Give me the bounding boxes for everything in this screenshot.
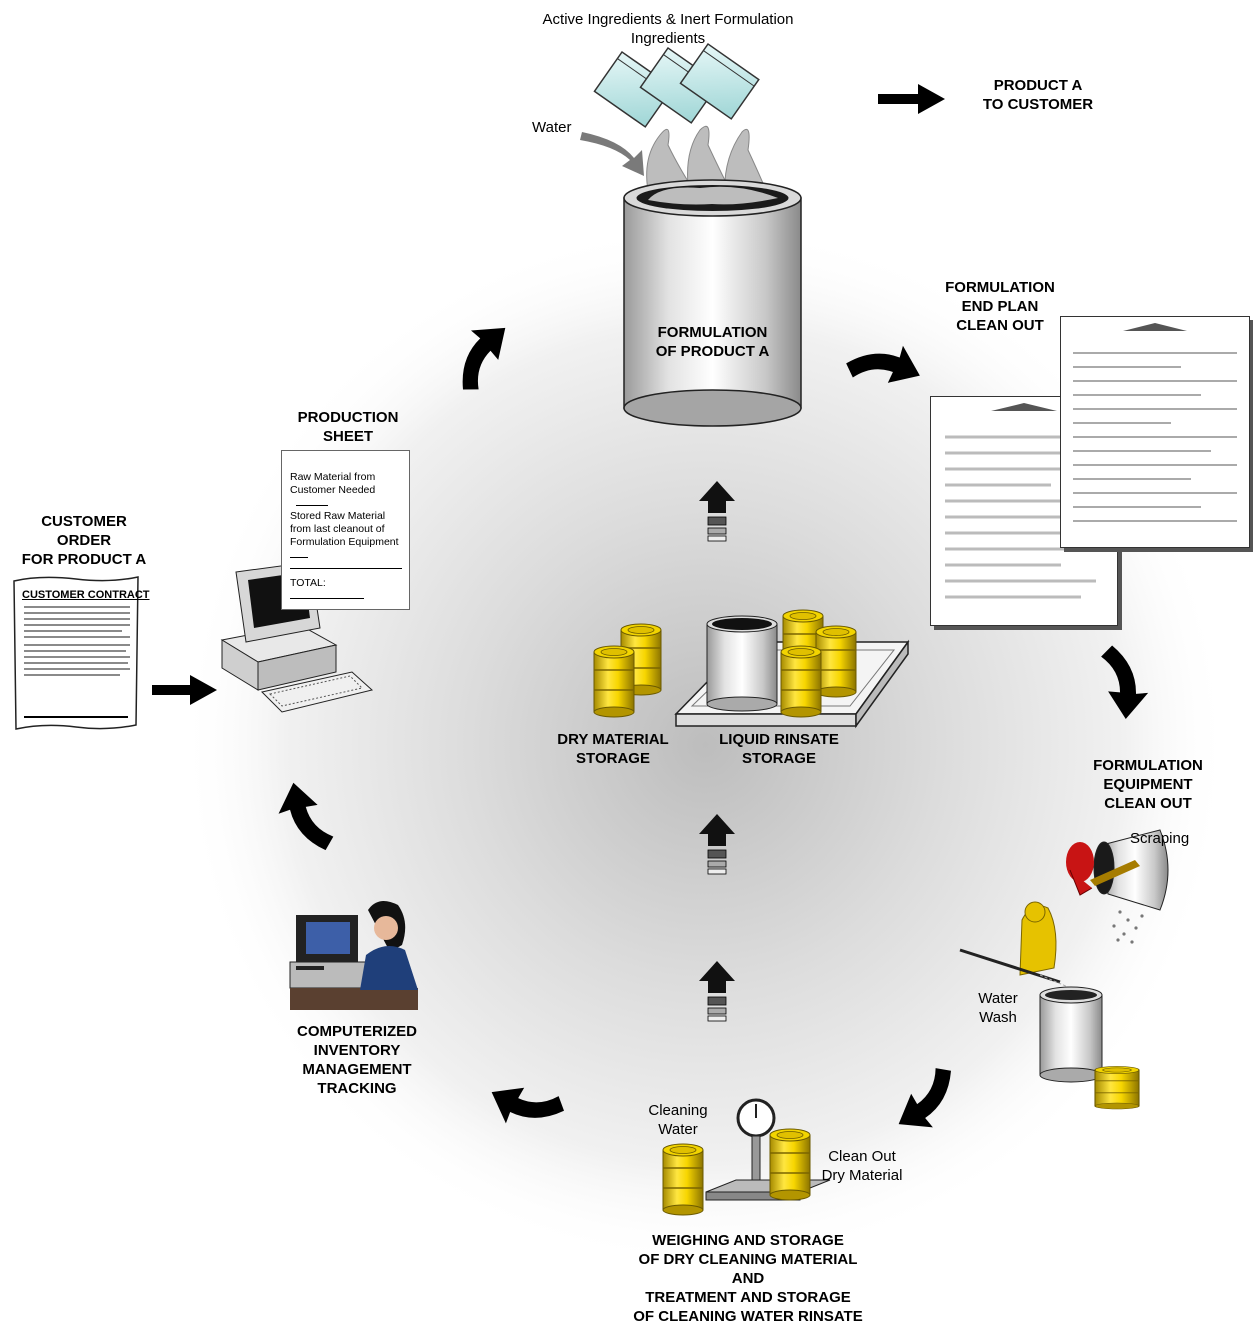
dry-storage-label: DRY MATERIAL STORAGE — [548, 730, 678, 768]
label-line: FOR PRODUCT A — [21, 551, 147, 568]
form-line: from last cleanout of — [290, 523, 385, 535]
form-total: TOTAL: — [290, 577, 402, 603]
mixing-can-icon — [623, 179, 802, 427]
office-worker-icon — [289, 901, 418, 1010]
inventory-label: COMPUTERIZED INVENTORY MANAGEMENT TRACKI… — [272, 1022, 442, 1098]
production-sheet-form: Raw Material from Customer Needed Stored… — [281, 450, 410, 610]
drum-icon — [662, 1143, 704, 1216]
label-line: OF CLEANING WATER RINSATE — [633, 1308, 863, 1325]
drum-icon — [1094, 1065, 1140, 1110]
label-line: Water — [978, 990, 1018, 1007]
form-line: Stored Raw Material — [290, 510, 386, 522]
label-line: SHEET — [322, 428, 373, 445]
label-line: ORDER — [56, 532, 112, 549]
cleaning-water-label: Cleaning Water — [640, 1101, 716, 1139]
label-line: CUSTOMER — [41, 513, 127, 530]
label-line: COMPUTERIZED — [297, 1023, 417, 1040]
form-line: Raw Material from — [290, 471, 376, 483]
label-line: TRACKING — [317, 1080, 397, 1097]
drum-icon — [780, 645, 822, 718]
customer-contract-title: CUSTOMER CONTRACT — [22, 589, 150, 601]
label-line: END PLAN — [961, 298, 1039, 315]
weighing-label: WEIGHING AND STORAGE OF DRY CLEANING MAT… — [598, 1231, 898, 1326]
cleanout-dry-label: Clean Out Dry Material — [812, 1147, 912, 1185]
label-line: Dry Material — [821, 1167, 903, 1184]
form-line: Formulation Equipment — [290, 536, 402, 562]
customer-contract-document: CUSTOMER CONTRACT — [10, 575, 150, 733]
label-line: OF PRODUCT A — [655, 343, 770, 360]
water-wash-label: Water Wash — [968, 989, 1028, 1027]
production-sheet-label: PRODUCTION SHEET — [278, 408, 418, 446]
liquid-storage-label: LIQUID RINSATE STORAGE — [708, 730, 850, 768]
wash-can-icon — [1039, 986, 1103, 1083]
customer-order-label: CUSTOMER ORDER FOR PRODUCT A — [10, 512, 158, 569]
formulation-label: FORMULATION OF PRODUCT A — [624, 323, 801, 361]
residue-particles — [1112, 910, 1144, 944]
label-line: DRY MATERIAL — [557, 731, 669, 748]
label-line: EQUIPMENT — [1103, 776, 1193, 793]
label-line: INVENTORY — [313, 1042, 401, 1059]
scraping-label-text: Scraping — [1130, 830, 1190, 847]
ingredients-label: Active Ingredients & Inert Formulation I… — [508, 10, 828, 48]
label-line: STORAGE — [576, 750, 650, 767]
label-line: AND — [731, 1270, 765, 1287]
label-line: LIQUID RINSATE — [719, 731, 839, 748]
document-icon — [1073, 323, 1237, 522]
label-line: WEIGHING AND STORAGE — [652, 1232, 844, 1249]
label-line: CLEAN OUT — [1104, 795, 1192, 812]
ingredients-label-line: Ingredients — [630, 30, 706, 47]
drum-icon — [815, 625, 857, 698]
label-line: FORMULATION — [945, 279, 1055, 296]
arrow-to-customer-icon — [878, 84, 945, 114]
scraping-label: Scraping — [1130, 829, 1189, 848]
label-line: PRODUCTION — [297, 409, 399, 426]
water-label-text: Water — [532, 119, 572, 136]
label-line: TO CUSTOMER — [982, 96, 1094, 113]
worker-icon — [959, 901, 1076, 991]
drum-icon — [769, 1128, 811, 1201]
ingredient-bags-icon — [593, 42, 760, 128]
end-plan-label: FORMULATION END PLAN CLEAN OUT — [920, 278, 1080, 335]
water-label: Water — [532, 118, 571, 137]
label-line: Water — [658, 1121, 698, 1138]
label-line: MANAGEMENT — [302, 1061, 412, 1078]
label-line: FORMULATION — [657, 324, 768, 341]
drum-icon — [593, 645, 635, 718]
label-line: STORAGE — [742, 750, 816, 767]
label-line: Cleaning — [648, 1102, 708, 1119]
document-icon — [13, 576, 139, 730]
water-arrow-icon — [580, 132, 644, 176]
label-line: Clean Out — [828, 1148, 896, 1165]
label-line: PRODUCT A — [993, 77, 1083, 94]
label-line: FORMULATION — [1093, 757, 1203, 774]
product-to-customer-label: PRODUCT A TO CUSTOMER — [958, 76, 1118, 114]
form-line: Customer Needed — [290, 484, 402, 510]
label-line: OF DRY CLEANING MATERIAL — [638, 1251, 858, 1268]
cleanout-plan-document-front — [1060, 316, 1250, 548]
equipment-cleanout-label: FORMULATION EQUIPMENT CLEAN OUT — [1078, 756, 1218, 813]
rinsate-can-icon — [706, 615, 778, 712]
label-line: CLEAN OUT — [956, 317, 1044, 334]
arrow-to-computer-icon — [152, 675, 217, 705]
scraping-tank-icon — [1066, 829, 1169, 911]
ingredients-label-line: Active Ingredients & Inert Formulation — [542, 11, 794, 28]
label-line: Wash — [979, 1009, 1017, 1026]
label-line: TREATMENT AND STORAGE — [645, 1289, 851, 1306]
